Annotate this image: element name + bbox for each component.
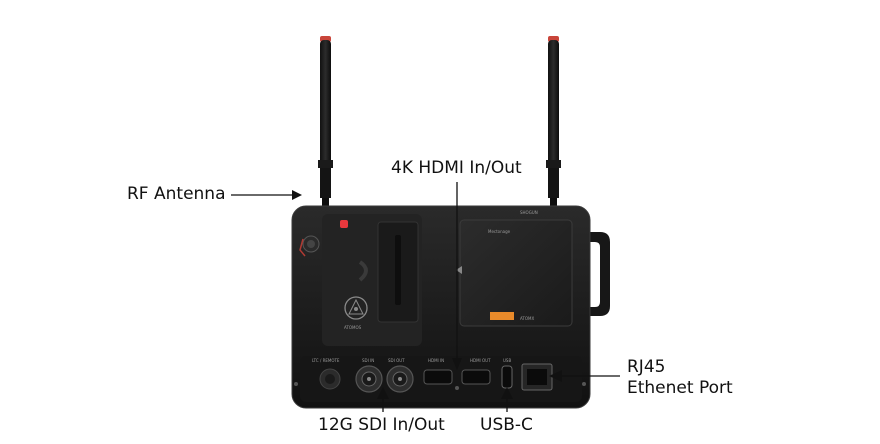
port-label-sdi-in: SDI IN	[362, 358, 374, 363]
ssd-badge	[490, 312, 514, 320]
rj45-label-line2: Ethenet Port	[627, 378, 733, 398]
port-label-hdmi-out: HDMI OUT	[470, 358, 491, 363]
port-label-usb: USB	[503, 358, 511, 363]
atomos-logo-text: ATOMOS	[344, 325, 362, 330]
ssd-brand: Mectonage	[488, 229, 511, 234]
usbc-label: USB-C	[480, 415, 533, 435]
ssd-module: Mectonage ATOMX	[456, 219, 573, 327]
hdmi-arrow	[452, 182, 462, 370]
rf-antenna-label: RF Antenna	[127, 184, 226, 204]
sdi-arrow	[377, 387, 389, 412]
port-label-hdmi-in: HDMI IN	[428, 358, 444, 363]
atomos-logo: ATOMOS	[344, 296, 368, 330]
port-label-ltc: LTC / REMOTE	[312, 358, 340, 363]
hdmi-label: 4K HDMI In/Out	[391, 158, 522, 178]
brand-engraving: SHOGUN	[520, 210, 538, 215]
antenna-left	[318, 36, 333, 208]
usb-c-port	[501, 365, 513, 389]
rj45-label-line1: RJ45	[627, 357, 666, 377]
usbc-arrow	[501, 387, 513, 412]
sdi-connectors	[355, 365, 414, 393]
port-label-sdi-out: SDI OUT	[388, 358, 405, 363]
sdi-label: 12G SDI In/Out	[318, 415, 445, 435]
rj45-port	[521, 363, 553, 391]
ssd-model-text: ATOMX	[520, 316, 534, 321]
rf-antenna-arrow	[231, 190, 302, 200]
hdmi-ports	[423, 369, 491, 390]
antenna-right	[546, 36, 561, 208]
record-indicator	[340, 220, 348, 228]
rj45-arrow	[549, 370, 620, 382]
